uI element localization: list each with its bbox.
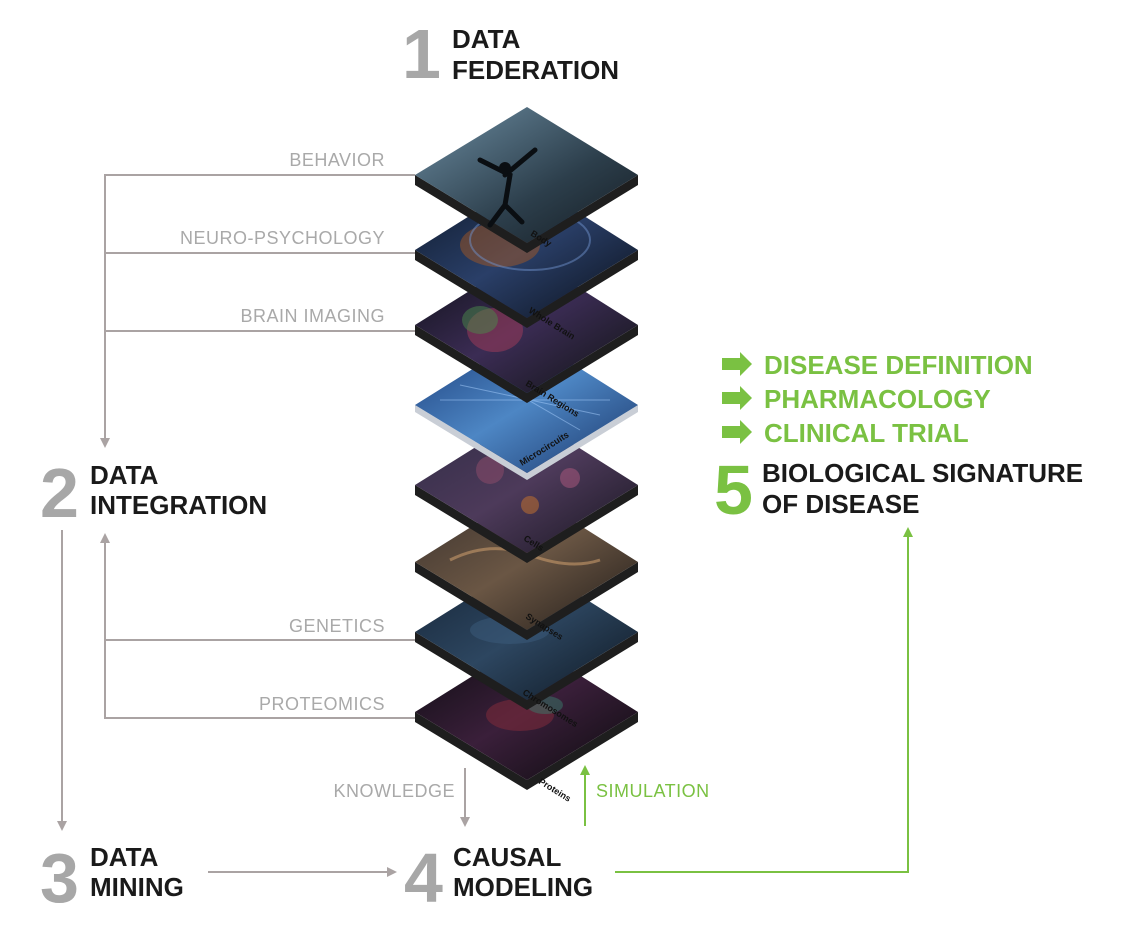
step-5-line-2: OF DISEASE — [762, 489, 919, 519]
step-number-3: 3 — [40, 839, 79, 917]
feed-label-simulation: SIMULATION — [596, 781, 710, 801]
layer-tile-body: Body — [415, 107, 638, 253]
feed-lines — [57, 174, 470, 877]
step-3-data-mining: 3 DATA MINING — [40, 839, 184, 917]
feed-label-behavior: BEHAVIOR — [289, 150, 385, 170]
arrow-causal-to-signature — [615, 527, 913, 873]
feed-label-knowledge: KNOWLEDGE — [333, 781, 455, 801]
layer-stack: Proteins Chromosomes Synapses Cells — [415, 107, 638, 804]
step-1-line-2: FEDERATION — [452, 55, 619, 85]
step-number-4: 4 — [404, 839, 443, 917]
step-3-line-1: DATA — [90, 842, 159, 872]
outcome-item: DISEASE DEFINITION — [722, 350, 1033, 380]
outcome-label: CLINICAL TRIAL — [764, 418, 969, 448]
feed-label-brain-imaging: BRAIN IMAGING — [240, 306, 385, 326]
outcome-list: DISEASE DEFINITION PHARMACOLOGY CLINICAL… — [722, 350, 1033, 448]
step-2-line-1: DATA — [90, 460, 159, 490]
step-2-line-2: INTEGRATION — [90, 490, 267, 520]
right-arrow-icon — [722, 386, 752, 410]
step-5-biological-signature: 5 BIOLOGICAL SIGNATURE OF DISEASE — [714, 451, 1083, 529]
step-number-5: 5 — [714, 451, 753, 529]
outcome-item: CLINICAL TRIAL — [722, 418, 969, 448]
step-4-causal-modeling: 4 CAUSAL MODELING — [404, 839, 593, 917]
layer-label-proteins: Proteins — [537, 776, 573, 804]
step-5-line-1: BIOLOGICAL SIGNATURE — [762, 458, 1083, 488]
feed-arrow-up-to-integration — [100, 533, 415, 719]
outcome-label: DISEASE DEFINITION — [764, 350, 1033, 380]
step-4-line-1: CAUSAL — [453, 842, 561, 872]
step-number-1: 1 — [402, 15, 441, 93]
feed-arrow-to-integration — [100, 174, 415, 448]
outcome-label: PHARMACOLOGY — [764, 384, 991, 414]
layer-tile-cells: Cells — [415, 415, 638, 563]
step-1-data-federation: 1 DATA FEDERATION — [402, 15, 619, 93]
outcome-item: PHARMACOLOGY — [722, 384, 991, 414]
feed-label-genetics: GENETICS — [289, 616, 385, 636]
right-arrow-icon — [722, 352, 752, 376]
green-lines — [580, 527, 913, 873]
feed-label-neuro-psychology: NEURO-PSYCHOLOGY — [180, 228, 385, 248]
step-1-line-1: DATA — [452, 24, 521, 54]
feed-label-proteomics: PROTEOMICS — [259, 694, 385, 714]
step-2-data-integration: 2 DATA INTEGRATION — [40, 454, 267, 532]
step-4-line-2: MODELING — [453, 872, 593, 902]
step-3-line-2: MINING — [90, 872, 184, 902]
step-number-2: 2 — [40, 454, 79, 532]
right-arrow-icon — [722, 420, 752, 444]
